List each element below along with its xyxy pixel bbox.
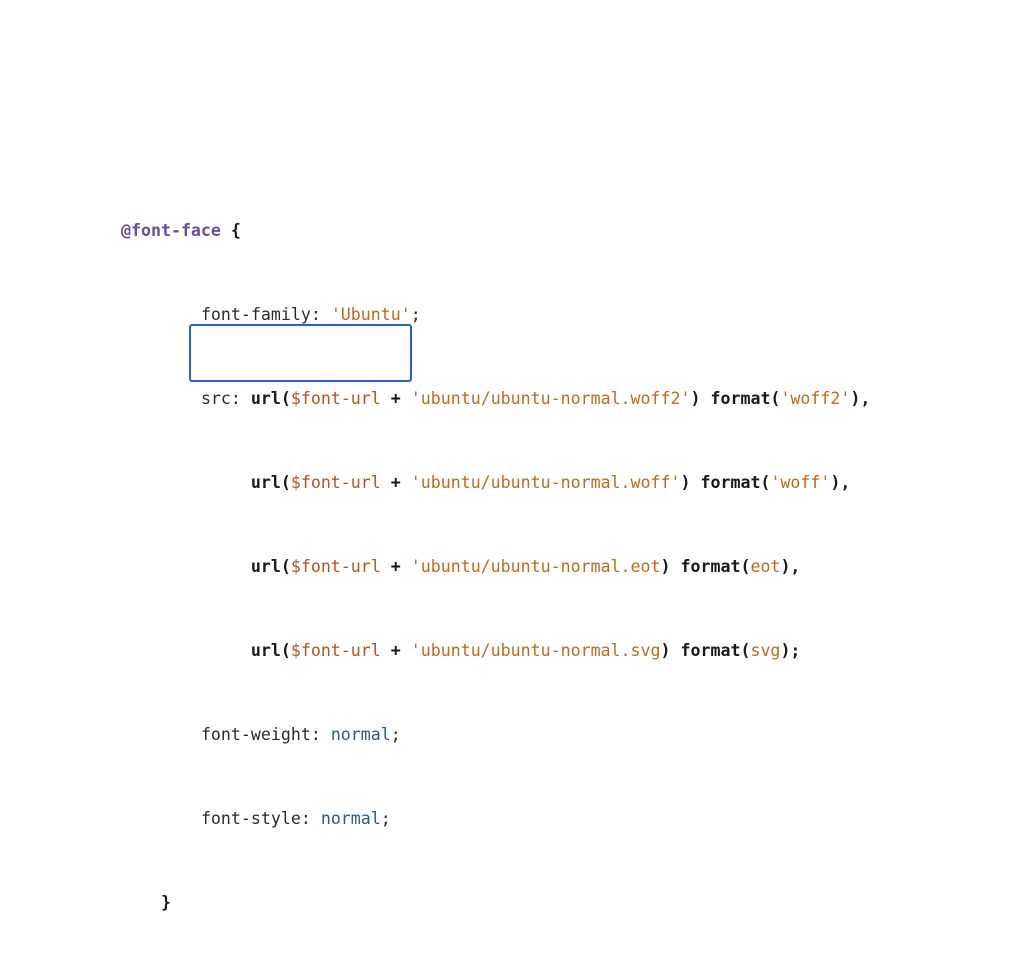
plus-operator: + [380, 389, 411, 408]
format-function: format( [670, 557, 751, 576]
code-line-5: url($font-url + 'ubuntu/ubuntu-normal.eo… [121, 553, 870, 581]
format-function: format( [690, 473, 771, 492]
line-end: ); [780, 641, 801, 660]
line-end: ), [780, 557, 801, 576]
property-font-style: font-style: [200, 809, 321, 828]
code-line-6: url($font-url + 'ubuntu/ubuntu-normal.sv… [121, 637, 870, 665]
line-end: ), [830, 473, 851, 492]
keyword-value: normal [320, 809, 381, 828]
variable: $font-url [290, 473, 381, 492]
plus-operator: + [380, 473, 411, 492]
code-line-9: } [121, 889, 870, 917]
value-string: 'Ubuntu' [330, 305, 411, 324]
plus-operator: + [380, 557, 411, 576]
slide-canvas: @font-face { font-family: 'Ubuntu'; src:… [121, 221, 871, 912]
code-line-8: font-style: normal; [121, 805, 870, 833]
indent [121, 557, 251, 576]
semicolon: ; [410, 305, 421, 324]
plus-operator: + [380, 641, 411, 660]
code-line-2: font-family: 'Ubuntu'; [121, 301, 870, 329]
variable: $font-url [290, 557, 381, 576]
indent [121, 809, 201, 828]
indent [121, 893, 161, 912]
indent [121, 305, 201, 324]
code-line-7: font-weight: normal; [121, 721, 870, 749]
path-string: 'ubuntu/ubuntu-normal.woff2' [410, 389, 691, 408]
line-end: ), [850, 389, 871, 408]
code-line-1: @font-face { [121, 217, 870, 245]
open-brace: { [220, 221, 241, 240]
format-value: svg [750, 641, 781, 660]
path-string: 'ubuntu/ubuntu-normal.svg [410, 641, 661, 660]
indent [121, 473, 251, 492]
property-src: src: [200, 389, 251, 408]
path-string: 'ubuntu/ubuntu-normal.eot [410, 557, 661, 576]
code-line-3: src: url($font-url + 'ubuntu/ubuntu-norm… [121, 385, 870, 413]
close-paren: ) [660, 557, 671, 576]
url-function: url( [250, 473, 291, 492]
close-paren: ) [680, 473, 691, 492]
url-function: url( [250, 389, 291, 408]
url-function: url( [250, 557, 291, 576]
highlight-box [189, 324, 412, 382]
close-brace: } [160, 893, 171, 912]
url-function: url( [250, 641, 291, 660]
format-value: 'woff2' [780, 389, 851, 408]
path-string: 'ubuntu/ubuntu-normal.woff' [410, 473, 681, 492]
format-value: eot [750, 557, 781, 576]
close-paren: ) [660, 641, 671, 660]
code-line-4: url($font-url + 'ubuntu/ubuntu-normal.wo… [121, 469, 870, 497]
close-paren: ) [690, 389, 701, 408]
format-function: format( [700, 389, 781, 408]
indent [121, 725, 201, 744]
semicolon: ; [390, 725, 401, 744]
indent [121, 389, 201, 408]
indent [121, 641, 251, 660]
semicolon: ; [380, 809, 391, 828]
property-font-weight: font-weight: [200, 725, 331, 744]
property-font-family: font-family: [200, 305, 331, 324]
at-rule: @font-face [121, 221, 221, 240]
variable: $font-url [290, 389, 381, 408]
code-block: @font-face { font-family: 'Ubuntu'; src:… [121, 161, 870, 973]
format-function: format( [670, 641, 751, 660]
format-value: 'woff' [770, 473, 831, 492]
keyword-value: normal [330, 725, 391, 744]
variable: $font-url [290, 641, 381, 660]
